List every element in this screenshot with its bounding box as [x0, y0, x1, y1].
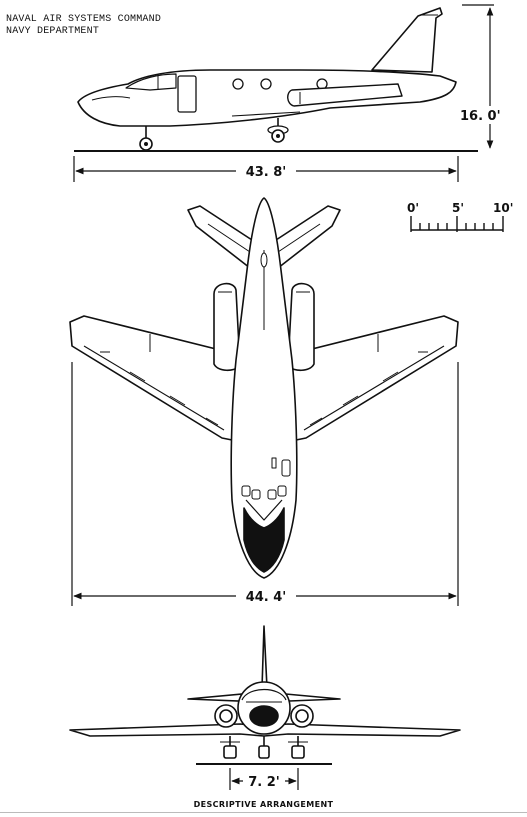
issuing-authority: NAVAL AIR SYSTEMS COMMAND NAVY DEPARTMEN…	[6, 14, 161, 38]
side-fuselage	[77, 69, 457, 127]
side-view	[74, 7, 478, 152]
plan-right-stabilizer	[275, 205, 341, 269]
scale-label-0: 0'	[407, 201, 419, 215]
scale-label-10: 10'	[493, 201, 513, 215]
scale-label-5: 5'	[452, 201, 464, 215]
plan-fuselage	[230, 197, 298, 579]
plan-view	[69, 197, 459, 579]
side-engine-nacelle	[287, 83, 403, 107]
side-cockpit-window	[125, 73, 177, 91]
drawing-caption: DESCRIPTIVE ARRANGEMENT	[193, 800, 334, 809]
length-dimension-label: 43. 8'	[246, 165, 287, 180]
header-line-2: NAVY DEPARTMENT	[6, 26, 100, 37]
span-dimension-label: 44. 4'	[246, 590, 287, 605]
front-view	[69, 625, 461, 765]
side-vertical-tail	[371, 7, 443, 73]
plan-left-stabilizer	[187, 205, 253, 269]
side-cabin-door	[177, 75, 197, 113]
side-window	[232, 78, 244, 90]
plan-windshield	[243, 507, 285, 573]
track-dimension-label: 7. 2'	[248, 775, 280, 790]
height-dimension	[462, 4, 494, 149]
front-right-wheel	[291, 745, 305, 759]
front-vertical-tail	[261, 625, 268, 689]
header-line-1: NAVAL AIR SYSTEMS COMMAND	[6, 14, 162, 25]
height-dimension-label: 16. 0'	[460, 109, 501, 124]
side-window	[260, 78, 272, 90]
scale-bar	[410, 216, 504, 232]
bottom-rule	[0, 812, 527, 813]
front-nose	[249, 705, 279, 727]
front-left-wheel	[223, 745, 237, 759]
front-nose-wheel	[258, 745, 270, 759]
